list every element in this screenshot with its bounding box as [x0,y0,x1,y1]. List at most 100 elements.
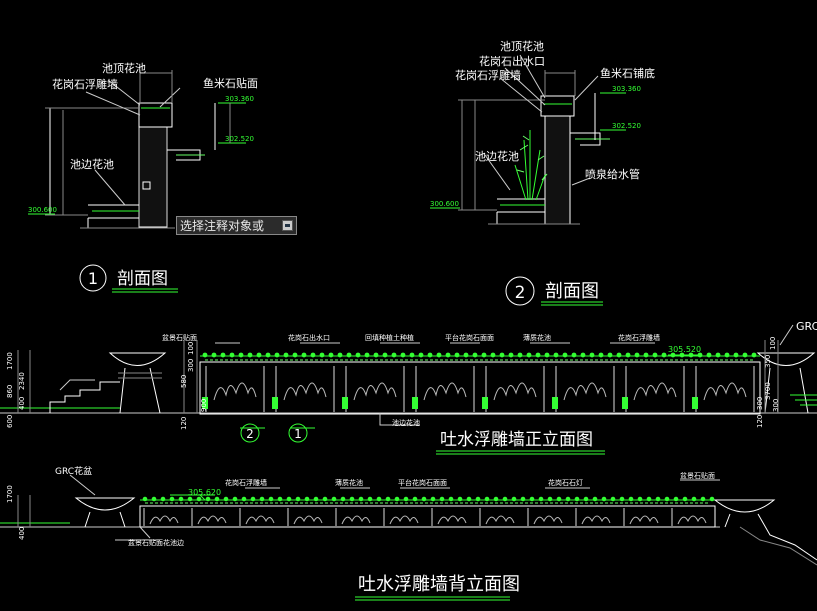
back-label-6: 盆景石贴面花池边 [128,538,184,547]
back-label-4: 花岗石石灯 [548,478,583,487]
front-plant-dot [544,352,550,358]
front-plant-dot [364,352,370,358]
front-label-grc: GRC [796,320,817,333]
back-plant-dot [196,496,202,502]
front-plant-dot [733,352,739,358]
back-plant-dot [466,496,472,502]
front-plant-dot [625,352,631,358]
front-elevation-labels: 盆景石贴面 花岗石出水口 回填种植土种植 平台花岗石面面 薄质花池 花岗石浮雕墙… [162,333,660,427]
back-plant-dot [394,496,400,502]
back-plant-dot [412,496,418,502]
front-plant-dot [742,352,748,358]
back-plant-dot [367,496,373,502]
front-label-0: 盆景石贴面 [162,333,197,342]
back-panel-relief [581,515,611,525]
back-plant-dot [664,496,670,502]
front-spout-plant [202,397,208,409]
section-2-label-side-pool: 池边花池 [475,150,519,163]
front-plant-dot [400,352,406,358]
tooltip-text: 选择注释对象或 [180,219,265,233]
front-panel-post [485,366,545,412]
section-1-label-paving: 鱼米石贴面 [203,76,258,90]
front-spout-plant [552,397,558,409]
back-plant-dot [304,496,310,502]
front-plant-dot [373,352,379,358]
back-panel-relief [293,515,323,525]
front-plant-dot [391,352,397,358]
section-1-elev-top: 303.360 [225,95,254,103]
front-dim-mid-4: 900 [200,399,208,412]
back-label-3: 平台花岗石面面 [398,478,447,487]
front-dim-mid-1: 300 [187,359,195,372]
back-elevation-labels: GRC花盆 花岗石浮雕墙 薄质花池 平台花岗石面面 花岗石石灯 盆景石贴面 盆景… [55,465,715,547]
section-1-title-block: 1 剖面图 [79,264,178,293]
front-plant-dot [238,352,244,358]
back-plant-dot [313,496,319,502]
section-2-elev-bottom: 300.600 [430,200,459,208]
back-elevation-plants [142,496,715,502]
front-plant-dot [616,352,622,358]
front-plant-dot [598,352,604,358]
front-dim-left-2: 860 [6,385,14,398]
tooltip-dropdown-icon[interactable] [282,220,293,231]
back-plant-dot [421,496,427,502]
front-dim-right-1: 100 [769,337,777,350]
front-dims-left: 1700 2340 860 600 400 [6,352,26,428]
back-panel-relief [485,515,515,525]
front-dim-right-0: 350 [764,355,772,368]
front-panel-relief [423,382,467,401]
front-plant-dot [445,352,451,358]
annotation-prompt-tooltip[interactable]: 选择注释对象或 [176,216,297,235]
front-spout-plant [272,397,278,409]
back-plant-dot [358,496,364,502]
back-plant-dot [223,496,229,502]
front-plant-dot [436,352,442,358]
back-plant-dot [493,496,499,502]
back-panel-relief [389,515,419,525]
back-plant-dot [322,496,328,502]
back-label-0: GRC花盆 [55,465,92,477]
section-2-number: 2 [515,283,526,303]
back-panel-relief [341,515,371,525]
front-plant-dot [220,352,226,358]
back-elevation-mark: 305.620 [188,488,221,497]
back-plant-dot [178,496,184,502]
front-plant-dot [508,352,514,358]
front-dims-right: 350 100 3700 300 120 300 [756,337,780,428]
back-plant-dot [529,496,535,502]
front-plant-dot [382,352,388,358]
section-1-number: 1 [88,269,98,288]
front-plant-dot [247,352,253,358]
back-plant-dot [646,496,652,502]
back-plant-dot [439,496,445,502]
front-plant-dot [490,352,496,358]
front-plant-dot [256,352,262,358]
back-plant-dot [691,496,697,502]
front-panel-post [625,366,685,412]
section-2-label-top: 池顶花池 [500,40,544,53]
back-plant-dot [268,496,274,502]
front-label-3: 平台花岗石面面 [445,333,494,342]
front-plant-dot [571,352,577,358]
back-plant-dot [169,496,175,502]
front-dim-mid-0: 100 [187,342,195,355]
front-spout-plant [342,397,348,409]
back-plant-dot [610,496,616,502]
front-plant-dot [472,352,478,358]
front-panel-relief [563,382,607,401]
front-plant-dot [526,352,532,358]
front-elevation-plants [202,352,757,358]
front-panel-post [555,366,615,412]
back-plant-dot [232,496,238,502]
section-2-title: 剖面图 [545,281,599,302]
back-dim-left-1: 400 [18,527,26,540]
front-plant-dot [319,352,325,358]
back-plant-dot [628,496,634,502]
front-plant-dot [328,352,334,358]
front-panel-post [415,366,475,412]
back-plant-dot [574,496,580,502]
back-plant-dot [340,496,346,502]
back-plant-dot [457,496,463,502]
front-plant-dot [688,352,694,358]
